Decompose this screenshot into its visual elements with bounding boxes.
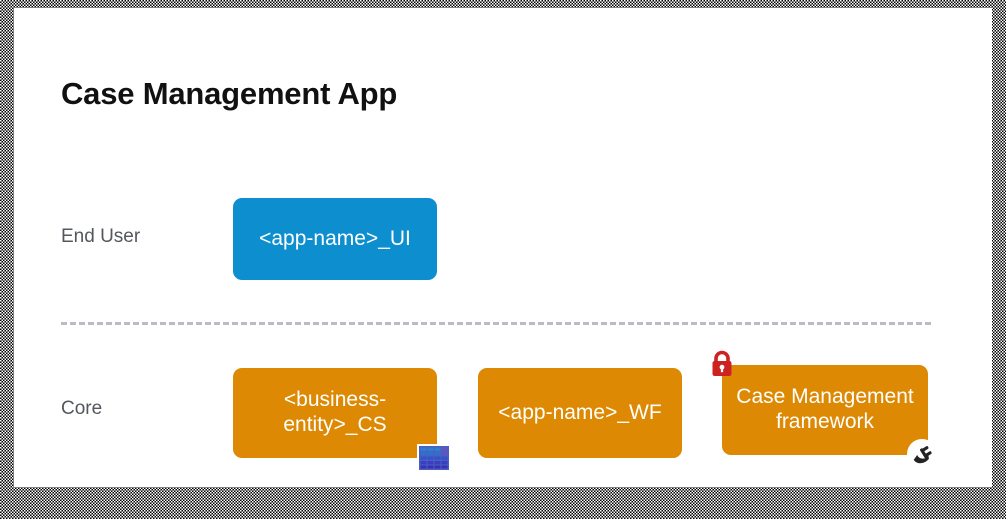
component-box-case-management-framework[interactable]: Case Management framework — [712, 350, 937, 469]
row-label-core: Core — [61, 398, 103, 419]
component-box-business-entity-cs[interactable]: <business-entity>_CS — [233, 368, 451, 472]
plug-icon — [904, 437, 940, 469]
page-title: Case Management App — [61, 76, 398, 111]
row-label-end-user: End User — [61, 226, 141, 247]
layer-divider — [61, 322, 931, 325]
component-box-app-ui[interactable]: <app-name>_UI — [233, 198, 437, 280]
component-label-case-management-framework: Case Management framework — [736, 385, 914, 433]
component-label-app-wf: <app-name>_WF — [498, 400, 662, 424]
component-label-business-entity-cs: <business-entity>_CS — [283, 388, 387, 436]
component-label-app-ui: <app-name>_UI — [259, 226, 411, 250]
slide-canvas: Case Management App End User Core <app-n… — [14, 8, 992, 487]
lock-icon — [708, 349, 736, 379]
table-grid-icon — [417, 444, 451, 472]
component-box-app-wf[interactable]: <app-name>_WF — [478, 368, 682, 458]
